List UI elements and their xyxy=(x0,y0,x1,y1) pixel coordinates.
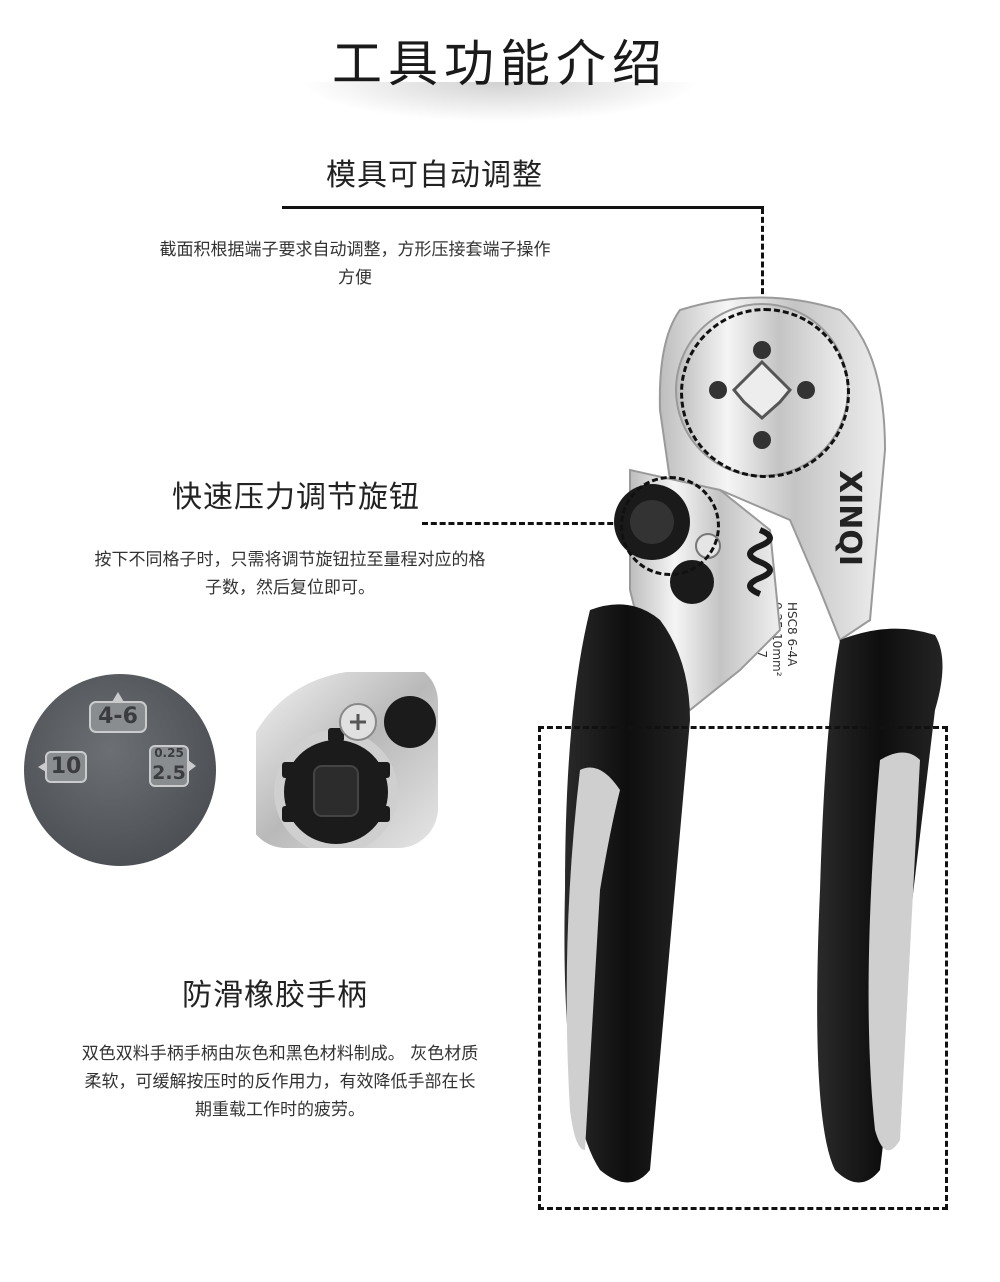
dial-label-right-bottom: 2.5 xyxy=(152,762,186,784)
desc-line: 柔软，可缓解按压时的反作用力，有效降低手部在长 xyxy=(84,1072,476,1092)
feature-heading-handle: 防滑橡胶手柄 xyxy=(182,978,368,1013)
feature-heading-knob: 快速压力调节旋钮 xyxy=(172,480,420,515)
feature-leader-knob xyxy=(422,522,622,525)
feature-desc-knob: 按下不同格子时，只需将调节旋钮拉至量程对应的格 子数，然后复位即可。 xyxy=(40,546,540,602)
desc-line: 截面积根据端子要求自动调整，方形压接套端子操作 xyxy=(159,240,551,260)
tool-model-text: HSC8 6-4A xyxy=(785,602,799,667)
title-shadow xyxy=(300,82,700,122)
desc-line: 子数，然后复位即可。 xyxy=(205,578,375,598)
feature-desc-die: 截面积根据端子要求自动调整，方形压接套端子操作 方便 xyxy=(100,236,610,292)
dial-closeup: 4-6 10 0.25 2.5 xyxy=(22,672,218,868)
desc-line: 方便 xyxy=(338,268,372,288)
dial-label-right-top: 0.25 xyxy=(154,746,184,760)
desc-line: 双色双料手柄手柄由灰色和黑色材料制成。 灰色材质 xyxy=(81,1044,479,1064)
handle-highlight-box xyxy=(538,726,948,1210)
tool-brand-text: XINQI xyxy=(832,470,867,566)
feature-leader-die xyxy=(761,208,764,312)
knob-highlight-circle xyxy=(620,476,720,576)
knob-closeup xyxy=(246,662,438,848)
dial-label-left: 10 xyxy=(50,754,82,779)
feature-rule-die xyxy=(282,206,764,209)
feature-desc-handle: 双色双料手柄手柄由灰色和黑色材料制成。 灰色材质 柔软，可缓解按压时的反作用力，… xyxy=(30,1040,530,1124)
page-title: 工具功能介绍 xyxy=(332,35,668,93)
dial-label-top: 4-6 xyxy=(98,704,138,729)
die-highlight-circle xyxy=(680,308,850,478)
feature-heading-die: 模具可自动调整 xyxy=(326,158,543,193)
desc-line: 期重载工作时的疲劳。 xyxy=(195,1100,365,1120)
desc-line: 按下不同格子时，只需将调节旋钮拉至量程对应的格 xyxy=(94,550,486,570)
